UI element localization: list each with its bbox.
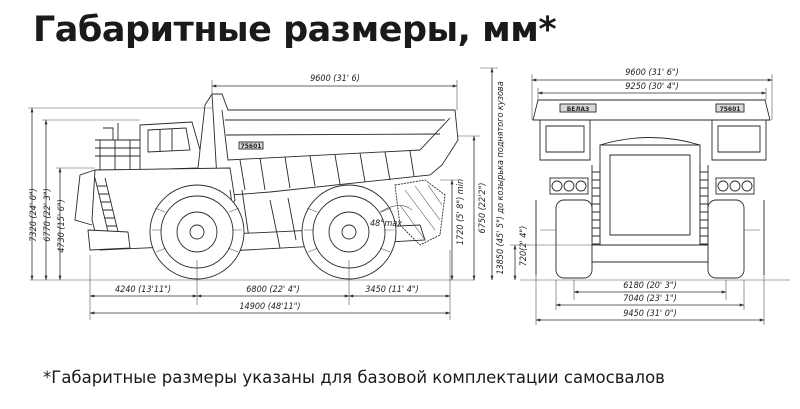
dim-h-13850: 13850 (45' 5") до козырька поднятого куз… xyxy=(496,81,506,274)
side-view-truck: 75601 xyxy=(30,93,475,281)
dim-width-body: 9250 (30' 4") xyxy=(625,82,678,92)
dim-h-7320: 7320 (24' 0") xyxy=(29,188,39,241)
right-headlights xyxy=(715,177,755,195)
front-right-wheel xyxy=(707,199,745,279)
dim-clearance: 720(2' 4") xyxy=(519,226,529,267)
side-view-dimensions: 9600 (31' 6) 7320 (24' 0") 6770 (22' 3")… xyxy=(28,67,506,320)
front-model-label: 75601 xyxy=(720,106,741,113)
dim-wheelbase: 6800 (22' 4") xyxy=(246,285,299,295)
dim-h-1720: 1720 (5' 8") min xyxy=(456,179,466,245)
dim-rear-overhang: 3450 (11' 4") xyxy=(365,285,418,295)
front-view-dimensions: 9600 (31' 6") 9250 (30' 4") 720(2' 4") 6… xyxy=(510,68,773,325)
side-brand-plate xyxy=(238,141,264,150)
dim-front-overhang: 4240 (13'11") xyxy=(115,285,171,295)
side-brand-label: 75601 xyxy=(241,143,262,150)
dim-h-4730: 4730 (15' 6") xyxy=(57,199,67,252)
front-model-plate xyxy=(715,103,745,113)
dim-h-6770: 6770 (22' 3") xyxy=(43,188,53,241)
front-brand-label: БЕЛАЗ xyxy=(567,106,590,113)
front-brand-plate xyxy=(559,103,597,113)
footnote: *Габаритные размеры указаны для базовой … xyxy=(43,368,665,387)
dim-h-6750: 6750 (22'2") xyxy=(478,183,488,234)
front-left-wheel xyxy=(555,199,593,279)
dim-track-front: 6180 (20' 3") xyxy=(623,281,676,291)
dim-total-length: 14900 (48'11") xyxy=(239,302,300,312)
dim-dump-angle: 48°max xyxy=(370,219,402,229)
dim-total-width: 9450 (31' 0") xyxy=(623,309,676,319)
left-headlights xyxy=(549,177,589,195)
front-view-truck: БЕЛАЗ 75601 xyxy=(520,99,790,281)
rear-wheel xyxy=(301,184,397,280)
dim-width-top: 9600 (31' 6") xyxy=(625,68,678,78)
dim-top-length: 9600 (31' 6) xyxy=(310,74,360,84)
page-title: Габаритные размеры, мм* xyxy=(33,10,557,50)
dim-track-rear: 7040 (23' 1") xyxy=(623,294,676,304)
